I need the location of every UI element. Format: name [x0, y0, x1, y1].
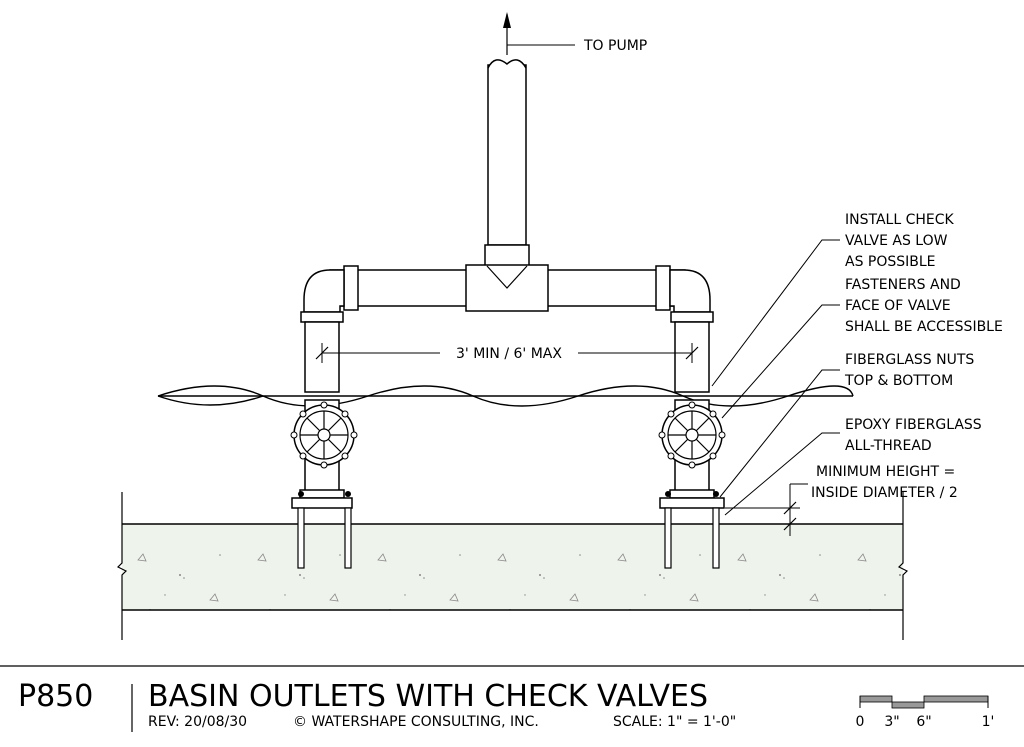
right-check-valve — [658, 401, 726, 469]
title-block: P850 BASIN OUTLETS WITH CHECK VALVES REV… — [0, 665, 1024, 732]
water-surface — [157, 385, 854, 407]
fasteners-note-line-1: FASTENERS AND — [845, 277, 961, 293]
check-valve-note-line-1: INSTALL CHECK — [845, 212, 955, 228]
spacing-dimension: 3' MIN / 6' MAX — [315, 343, 699, 363]
spacing-label: 3' MIN / 6' MAX — [456, 346, 562, 362]
nuts-note-line-1: FIBERGLASS NUTS — [845, 352, 974, 368]
scale-bar: 0 3" 6" 1' — [856, 695, 995, 730]
check-valve-note-line-3: AS POSSIBLE — [845, 254, 936, 270]
left-check-valve — [290, 401, 358, 469]
right-outlet — [658, 311, 726, 569]
fasteners-note-line-3: SHALL BE ACCESSIBLE — [845, 319, 1003, 335]
leader-lines — [711, 239, 840, 516]
drawing-code: P850 — [18, 679, 93, 714]
concrete-slab — [116, 492, 909, 640]
fasteners-note-line-2: FACE OF VALVE — [845, 298, 951, 314]
check-valve-note-line-2: VALVE AS LOW — [845, 233, 948, 249]
min-height-dimension — [725, 483, 808, 536]
header-pipe — [303, 244, 711, 313]
allthread-note-line-1: EPOXY FIBERGLASS — [845, 417, 982, 433]
scale-tick-0: 0 — [856, 714, 865, 730]
copyright: © WATERSHAPE CONSULTING, INC. — [293, 714, 539, 730]
scale: SCALE: 1" = 1'-0" — [613, 714, 736, 730]
scale-tick-3in: 3" — [884, 714, 899, 730]
revision-date: REV: 20/08/30 — [148, 714, 247, 730]
nuts-note-line-2: TOP & BOTTOM — [844, 373, 953, 389]
scale-tick-1ft: 1' — [982, 714, 995, 730]
min-height-note-line-2: INSIDE DIAMETER / 2 — [811, 485, 958, 501]
allthread-note-line-2: ALL-THREAD — [845, 438, 932, 454]
left-outlet — [290, 311, 358, 569]
pump-pipe — [487, 12, 575, 246]
to-pump-label: TO PUMP — [583, 38, 647, 54]
drawing-title: BASIN OUTLETS WITH CHECK VALVES — [148, 679, 708, 714]
scale-tick-6in: 6" — [916, 714, 931, 730]
min-height-note-line-1: MINIMUM HEIGHT = — [816, 464, 955, 480]
